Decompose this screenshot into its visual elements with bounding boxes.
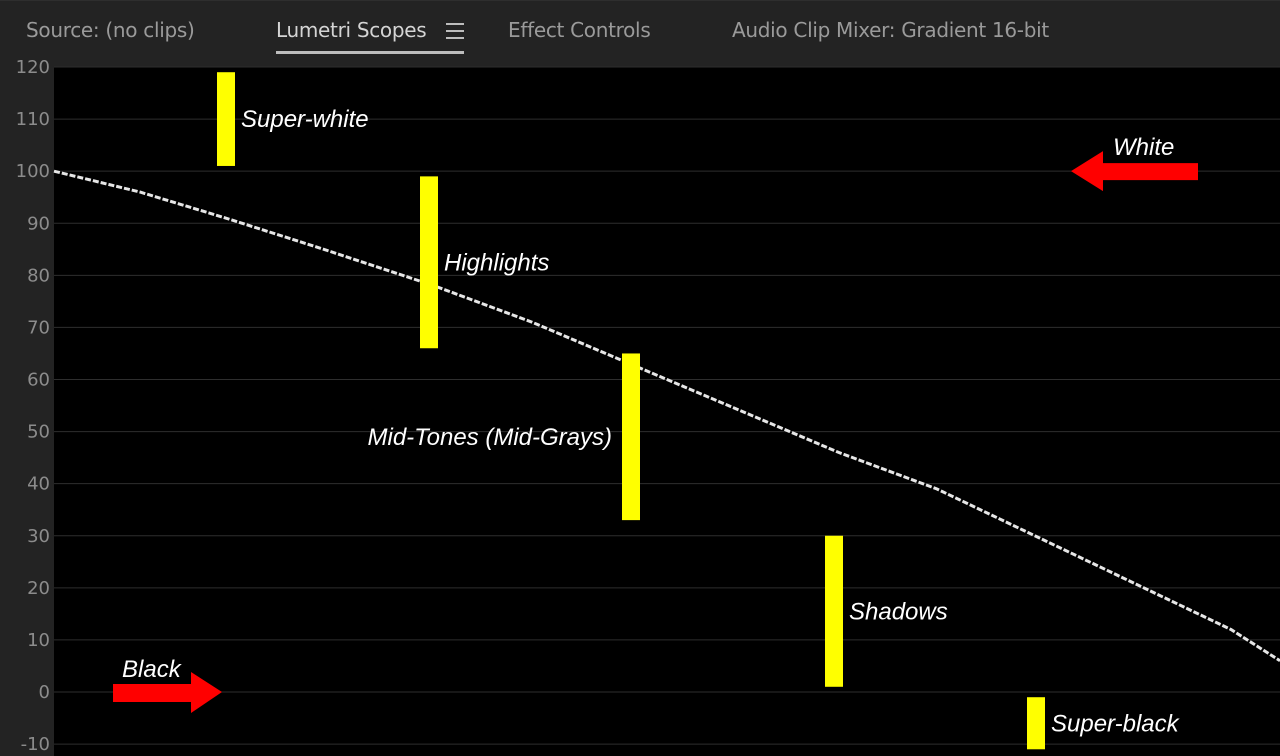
y-tick-label: 30: [27, 526, 50, 547]
y-tick-label: 110: [16, 109, 50, 130]
range-label: Super-black: [1051, 710, 1181, 737]
range-bar-highlights: [420, 176, 438, 349]
tab-source[interactable]: Source: (no clips): [26, 18, 195, 42]
panel-tab-bar: Source: (no clips) Lumetri Scopes Effect…: [0, 0, 1280, 67]
tab-audio-clip-mixer[interactable]: Audio Clip Mixer: Gradient 16-bit: [732, 18, 1049, 42]
range-label: Super-white: [241, 106, 369, 133]
y-tick-label: 10: [27, 630, 50, 651]
black-arrow-icon: [113, 672, 222, 713]
tab-effect-controls[interactable]: Effect Controls: [508, 18, 651, 42]
y-tick-label: 60: [27, 370, 50, 391]
range-bar-shadows: [825, 535, 843, 687]
tab-lumetri-scopes[interactable]: Lumetri Scopes: [276, 18, 427, 42]
y-tick-label: 0: [39, 682, 50, 703]
y-tick-label: 70: [27, 317, 50, 338]
waveform-trace: [53, 169, 1280, 663]
y-tick-label: 40: [27, 474, 50, 495]
scope-background: [54, 67, 1280, 756]
white-arrow-icon: [1071, 151, 1198, 192]
range-label: Highlights: [444, 249, 549, 276]
y-tick-label: 80: [27, 265, 50, 286]
range-bar-super-white: [217, 72, 235, 166]
range-label: Mid-Tones (Mid-Grays): [368, 424, 613, 451]
active-tab-indicator: [276, 51, 464, 54]
y-tick-label: 50: [27, 422, 50, 443]
range-bar-super-black: [1027, 697, 1045, 750]
range-label: Shadows: [849, 598, 948, 625]
y-tick-label: 20: [27, 578, 50, 599]
hamburger-menu-icon[interactable]: [446, 23, 464, 39]
y-tick-label: -10: [21, 734, 50, 755]
y-tick-label: 90: [27, 213, 50, 234]
range-bar-mid-tones-mid-grays-: [622, 353, 640, 521]
black-arrow-label: Black: [122, 656, 183, 683]
y-tick-label: 100: [16, 161, 50, 182]
white-arrow-label: White: [1113, 134, 1174, 161]
y-tick-label: 120: [16, 57, 50, 78]
